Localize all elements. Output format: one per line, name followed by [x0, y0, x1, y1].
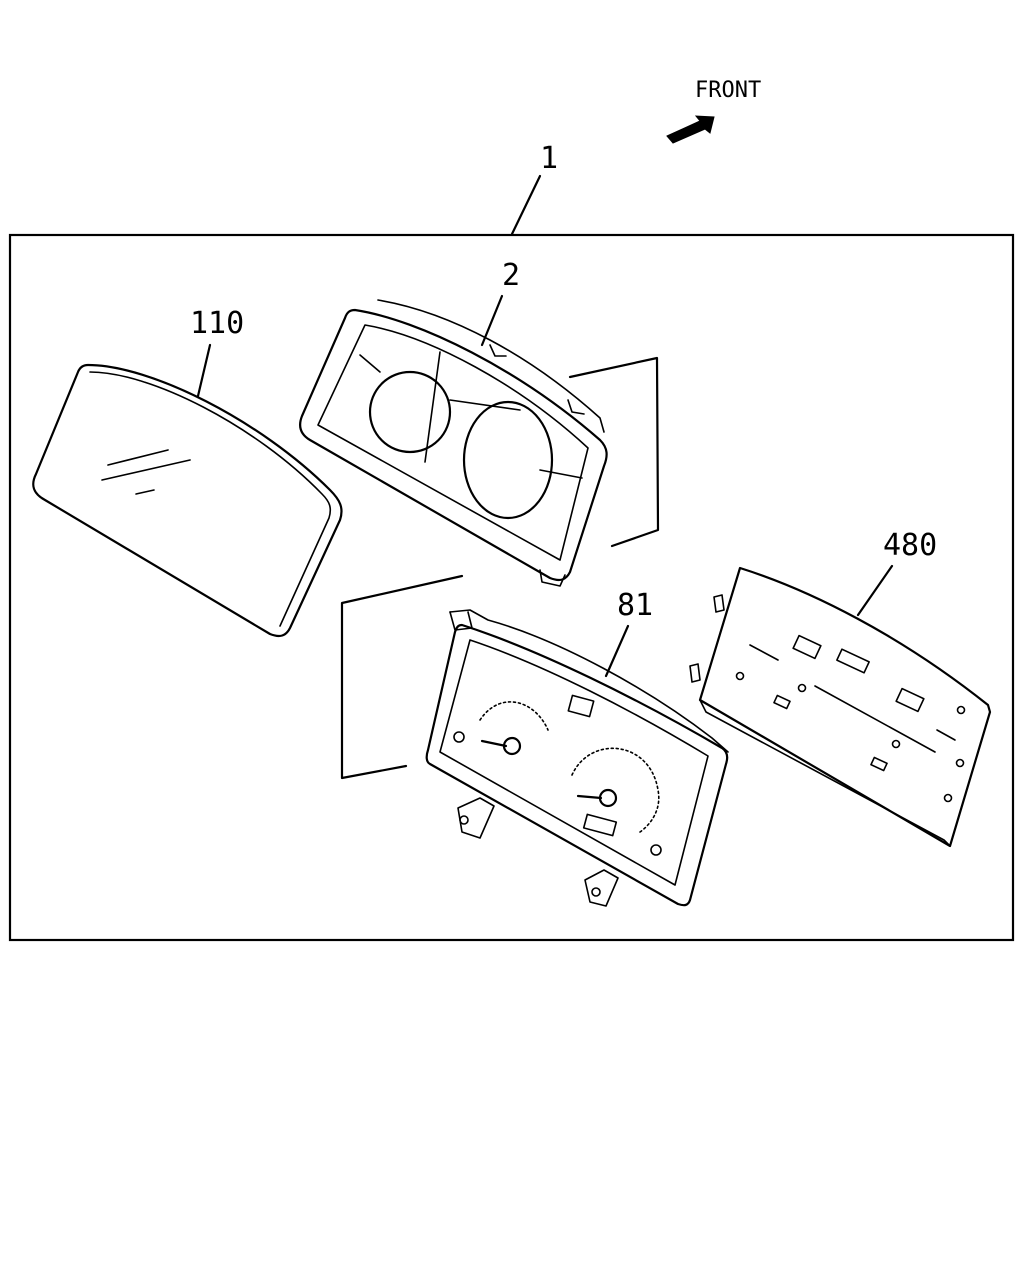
- circuit-board-connector: [792, 634, 822, 660]
- gauge-panel-top-rim: [449, 609, 729, 753]
- circuit-board-lower-edge: [699, 699, 951, 847]
- bezel-outline: [299, 308, 608, 582]
- mount-hole: [459, 815, 469, 825]
- circuit-board-tab: [689, 663, 701, 683]
- bezel-inner-frame: [317, 324, 589, 561]
- circuit-board-hole: [956, 705, 966, 715]
- bezel-divider: [539, 469, 583, 479]
- callout-bezel-number: 2: [502, 258, 520, 293]
- alignment-bracket-right: [568, 356, 660, 548]
- lens-outline: [32, 363, 343, 638]
- front-arrow-icon: [666, 115, 715, 144]
- warning-lamp-icon: [453, 731, 465, 743]
- callout-gauge-panel-leader: [604, 624, 630, 678]
- bezel-tab: [539, 569, 566, 587]
- bezel-gauge-opening-right: [462, 400, 554, 520]
- callout-bezel-leader: [480, 294, 504, 347]
- circuit-board-hole: [943, 793, 953, 803]
- part-bezel: 2: [299, 258, 608, 587]
- bezel-top-rim: [377, 299, 605, 433]
- callout-assembly-leader: [510, 174, 542, 236]
- gauge-panel-face: [439, 639, 709, 886]
- bezel-divider: [449, 399, 521, 411]
- circuit-board-tab: [713, 594, 725, 613]
- circuit-board-component: [773, 694, 791, 710]
- circuit-board-hole: [891, 739, 901, 749]
- front-label: FRONT: [695, 78, 761, 103]
- callout-gauge-panel-number: 81: [617, 588, 653, 623]
- alignment-bracket-left: [340, 574, 464, 780]
- bezel-divider: [424, 351, 441, 463]
- circuit-board-hole: [797, 683, 807, 693]
- tachometer-needle: [480, 739, 508, 748]
- callout-assembly-number: 1: [540, 141, 558, 176]
- circuit-board-connector: [895, 687, 925, 713]
- circuit-board-outline: [698, 566, 992, 848]
- part-gauge-panel: 81: [425, 588, 729, 907]
- circuit-board-connector: [836, 648, 870, 674]
- gauge-panel-mount-bracket: [584, 869, 619, 907]
- gauge-panel-mount-tab: [449, 611, 473, 631]
- bezel-divider: [359, 354, 381, 373]
- circuit-board-hole: [955, 758, 965, 768]
- assembly-frame: [8, 233, 1015, 942]
- part-lens: 110: [32, 306, 343, 638]
- gauge-panel-outline: [425, 623, 729, 907]
- indicator-window: [567, 694, 595, 718]
- lens-edge: [89, 371, 332, 627]
- speedometer-scale: [571, 747, 660, 833]
- circuit-board-trace: [936, 729, 956, 741]
- callout-lens-leader: [196, 343, 212, 398]
- speedometer-needle: [576, 794, 603, 800]
- bezel-tab: [567, 399, 585, 415]
- front-indicator: FRONT: [666, 78, 761, 144]
- circuit-board-trace: [814, 685, 936, 753]
- lens-glare-line: [107, 449, 169, 466]
- circuit-board-component: [870, 756, 888, 772]
- circuit-board-trace: [749, 644, 779, 661]
- part-circuit-board: 480: [689, 528, 992, 848]
- bezel-gauge-opening-left: [368, 370, 452, 454]
- bezel-tab: [489, 344, 507, 357]
- speedometer-hub: [598, 788, 618, 808]
- tachometer-scale: [479, 701, 549, 731]
- lens-glare-line: [101, 459, 191, 481]
- callout-circuit-board-leader: [856, 564, 894, 617]
- lens-glare-line: [135, 489, 155, 495]
- callout-lens-number: 110: [190, 306, 244, 341]
- callout-circuit-board-number: 480: [883, 528, 937, 563]
- odometer-window: [582, 813, 618, 837]
- circuit-board-hole: [735, 671, 745, 681]
- warning-lamp-icon: [650, 844, 662, 856]
- gauge-panel-mount-bracket: [457, 797, 495, 839]
- mount-hole: [591, 887, 601, 897]
- callout-assembly: 1: [510, 141, 558, 236]
